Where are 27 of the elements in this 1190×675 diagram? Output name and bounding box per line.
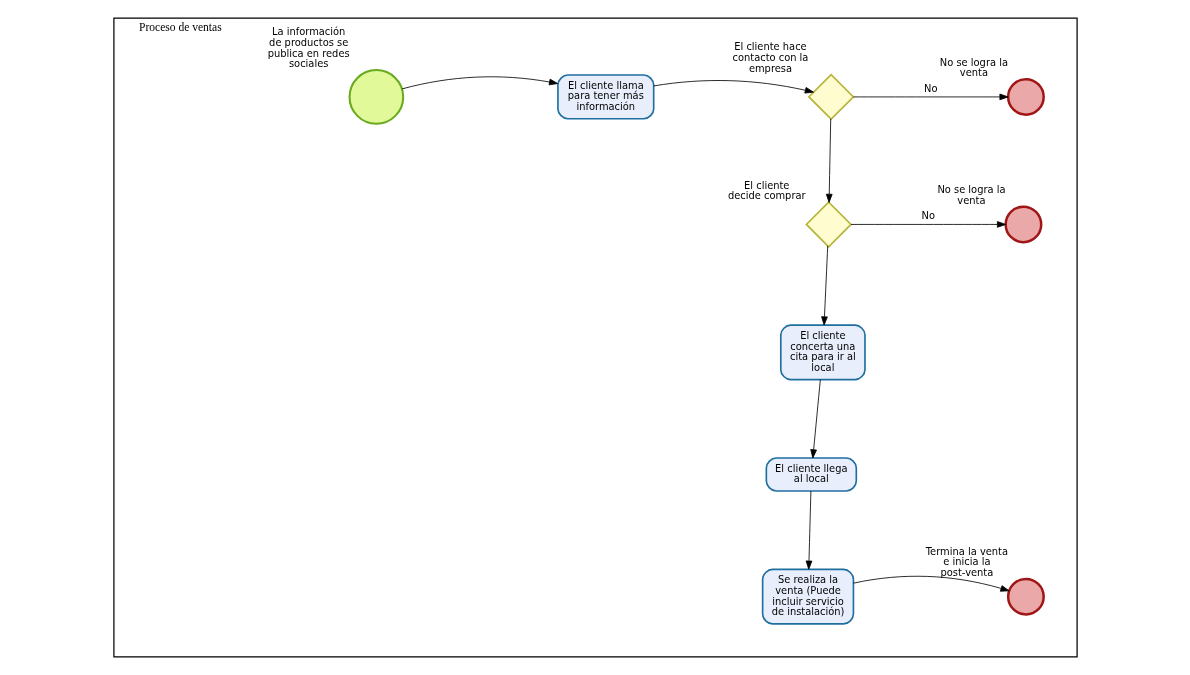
node-label: No se logra la venta xyxy=(939,56,1008,79)
node-circle xyxy=(1006,577,1045,616)
node-label: Termina la venta e inicia la post-venta xyxy=(925,545,1008,579)
node-circle xyxy=(348,69,404,125)
node-label: El cliente decide comprar xyxy=(727,179,806,202)
arrow xyxy=(852,93,1009,101)
node-diamond xyxy=(804,200,852,248)
arrow xyxy=(805,490,812,570)
node-label: No se logra la venta xyxy=(936,184,1006,206)
node-box: El cliente concerta una cita para ir al local xyxy=(779,324,866,381)
arrow xyxy=(401,76,558,90)
arrow xyxy=(850,221,1006,228)
arrow xyxy=(809,379,821,459)
node-circle xyxy=(1006,77,1045,116)
node-box: Se realiza la venta (Puede incluir servicio de instalación) xyxy=(761,568,854,625)
node-diamond xyxy=(807,73,855,121)
arrow xyxy=(652,80,814,94)
arrow xyxy=(820,245,828,326)
node-box: El cliente llega al local xyxy=(765,457,857,492)
node-circle xyxy=(1003,205,1042,244)
node-label: La información de productos se publica en redes sociales xyxy=(267,26,350,70)
edge-label: No xyxy=(921,210,935,222)
edge-label: No xyxy=(923,82,938,94)
arrow xyxy=(852,575,1009,592)
arrow xyxy=(825,118,833,203)
node-label: El cliente hace contacto con la empresa xyxy=(732,41,808,74)
node-box: El cliente llama para tener más información xyxy=(556,74,654,120)
